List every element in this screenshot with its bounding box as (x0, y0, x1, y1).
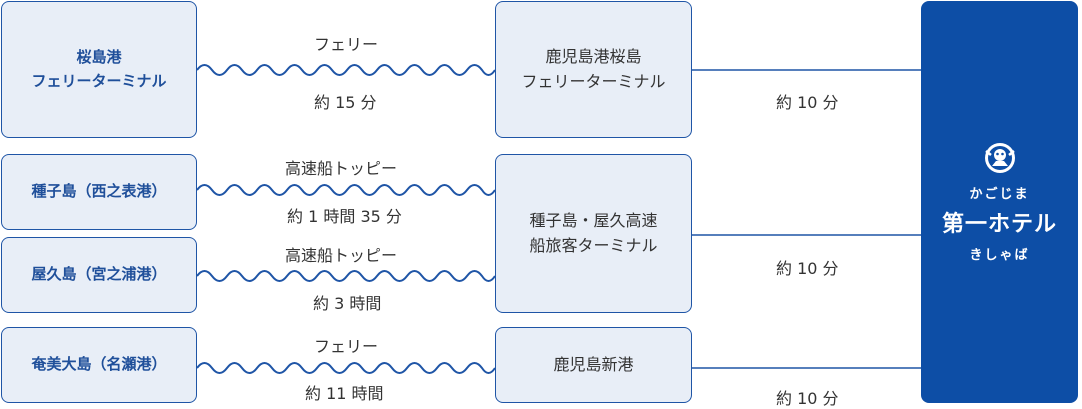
route-time-label: 約 1 時間 35 分 (287, 207, 402, 226)
origin-amami-oshima: 奄美大島（名瀬港） (1, 327, 197, 403)
hotel-mascot-icon (984, 143, 1015, 173)
transfer-time-label: 約 10 分 (776, 93, 839, 112)
terminal-label: 種子島・屋久高速 (529, 210, 658, 230)
origin-label: 屋久島（宮之浦港） (31, 265, 167, 284)
route-mode-label: フェリー (314, 35, 379, 54)
hydrofoil-route-wave (196, 270, 496, 282)
terminal-label: 鹿児島港桜島 (545, 46, 642, 66)
terminal-kagoshima-sakurajima: 鹿児島港桜島 フェリーターミナル (495, 1, 692, 138)
origin-tanegashima: 種子島（西之表港） (1, 154, 197, 230)
route-mode-label: 高速船トッピー (285, 246, 398, 265)
ferry-route-wave (196, 362, 496, 374)
route-time-label: 約 3 時間 (313, 294, 382, 313)
transfer-time-label: 約 10 分 (776, 389, 839, 408)
hotel-name-main: 第一ホテル (941, 212, 1057, 237)
ferry-route-wave (196, 64, 496, 76)
origin-label: 桜島港 (76, 48, 122, 67)
terminal-label: 船旅客ターミナル (529, 235, 658, 255)
origin-sakurajima-port: 桜島港 フェリーターミナル (1, 1, 197, 138)
origin-label: フェリーターミナル (31, 71, 167, 90)
hotel-name-top: かごじま (969, 187, 1030, 202)
hotel-name-bottom: きしゃば (969, 248, 1030, 263)
hotel-destination-box: かごじま 第一ホテル きしゃば (921, 1, 1078, 403)
route-time-label: 約 15 分 (314, 93, 377, 112)
route-time-label: 約 11 時間 (305, 384, 384, 403)
terminal-label: フェリーターミナル (521, 71, 666, 91)
origin-label: 種子島（西之表港） (31, 182, 167, 201)
origin-yakushima: 屋久島（宮之浦港） (1, 237, 197, 313)
terminal-label: 鹿児島新港 (553, 354, 634, 374)
route-mode-label: フェリー (314, 337, 379, 356)
transfer-time-label: 約 10 分 (776, 259, 839, 278)
terminal-kagoshima-shinko: 鹿児島新港 (495, 327, 692, 403)
route-mode-label: 高速船トッピー (285, 159, 398, 178)
terminal-high-speed-boat: 種子島・屋久高速 船旅客ターミナル (495, 154, 692, 313)
origin-label: 奄美大島（名瀬港） (31, 355, 167, 374)
hydrofoil-route-wave (196, 184, 496, 196)
